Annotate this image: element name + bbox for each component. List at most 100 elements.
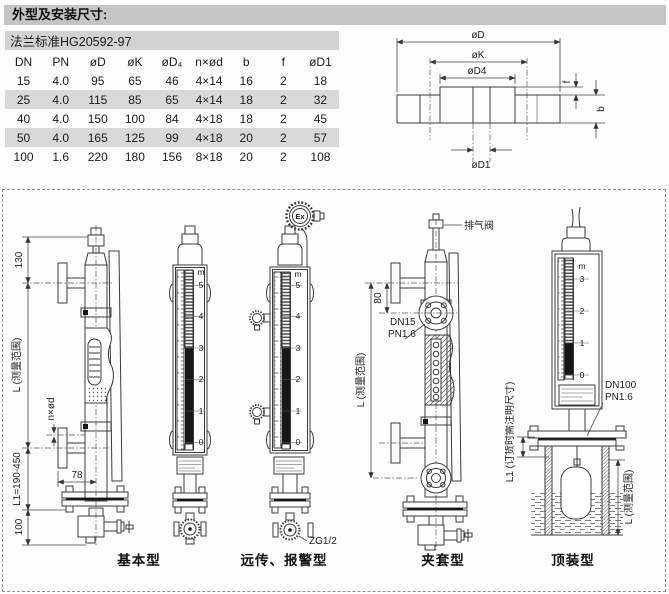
table-cell: 20	[239, 149, 253, 164]
gauge-body	[249, 201, 325, 541]
table-cell: 95	[91, 73, 105, 88]
table-cell: 4.0	[52, 73, 69, 88]
scale-3: 3	[296, 343, 301, 353]
table-cell: 18	[239, 92, 253, 107]
table-cell: 108	[310, 149, 331, 164]
table-cell: 65	[165, 92, 179, 107]
caption-jacket-type: 夹套型	[421, 553, 465, 568]
scale-unit: m	[578, 261, 585, 271]
scale-3: 3	[199, 343, 204, 353]
table-cell: 99	[165, 130, 179, 145]
column-header: b	[227, 51, 265, 71]
table-cell: 125	[124, 130, 145, 145]
table-cell: 150	[87, 111, 108, 126]
scale-labels: m 3 2 1 0	[578, 261, 585, 380]
jacket-dn-label: DN15	[390, 317, 416, 328]
table-cell: 4×14	[195, 73, 223, 88]
gauge-body	[390, 213, 473, 551]
scale-2: 2	[199, 374, 204, 384]
dim-label-oD: øD	[471, 30, 484, 41]
remote-alarm-type-drawing: Ex m 5 4 3 2 1 0 ZG1/2	[249, 201, 337, 547]
column-header: øD₄	[153, 51, 191, 71]
table-cell: 156	[161, 149, 182, 164]
dim-78: 78	[71, 470, 83, 481]
scale-2: 2	[580, 306, 585, 316]
scale-3: 3	[580, 274, 585, 284]
dim-label-f: f	[562, 80, 573, 83]
flange-section-drawing: øD øK øD4 f b øD1	[396, 30, 607, 171]
jacket-type-drawing: 排气阀 L (测量范围) 80 DN15 PN1.6	[355, 213, 494, 551]
flange-dimensions: øD øK øD4 f b øD1	[396, 30, 607, 171]
table-cell: 65	[128, 73, 142, 88]
gauge-body	[169, 225, 211, 545]
scale-4: 4	[199, 311, 204, 321]
zg-thread-label: ZG1/2	[309, 536, 337, 547]
table-cell: 165	[87, 130, 108, 145]
dim-L1: L1 (订货时需注明尺寸)	[505, 382, 516, 483]
table-cell: 2	[279, 92, 287, 107]
table-cell: 220	[87, 149, 108, 164]
column-header: DN	[5, 51, 43, 71]
table-cell: 4.0	[52, 92, 69, 107]
dim-label-oD4: øD4	[468, 66, 487, 77]
caption-top-mount-type: 顶装型	[551, 553, 595, 568]
column-header: PN	[42, 51, 80, 71]
table-cell: 45	[313, 111, 328, 126]
table-cell: 4.0	[52, 111, 69, 126]
basic-type-front-drawing: m 5 4 3 2 1 0	[169, 225, 211, 545]
top-mount-type-drawing: m 3 2 1 0 DN100 PN1.6 L1 (订货时需注明尺寸) L (测…	[505, 206, 637, 536]
table-cell: 18	[313, 73, 328, 88]
scale-2: 2	[296, 374, 301, 384]
table-cell: 57	[313, 130, 328, 145]
table-cell: 25	[16, 92, 31, 107]
scale-5: 5	[296, 280, 301, 290]
scale-labels: m 5 4 3 2 1 0	[294, 269, 301, 447]
scale-0: 0	[296, 437, 301, 447]
table-cell: 2	[279, 73, 287, 88]
caption-basic-type: 基本型	[117, 553, 161, 568]
mount-dn-label: DN100	[605, 380, 637, 391]
dim-130: 130	[14, 251, 25, 268]
dim-label-oK: øK	[472, 50, 485, 61]
scale-labels: m 5 4 3 2 1 0	[197, 267, 204, 447]
dim-L1: L1=190-450	[12, 452, 23, 506]
dimensions: DN100 PN1.6 L1 (订货时需注明尺寸) L (测量范围)	[505, 380, 637, 536]
scale-1: 1	[580, 338, 585, 348]
table-cell: 32	[313, 92, 328, 107]
table-cell: 20	[239, 130, 253, 145]
table-cell: 4×18	[195, 130, 223, 145]
page-title: 外型及安装尺寸:	[4, 5, 666, 25]
caption-remote-alarm-type: 远传、报警型	[240, 553, 328, 568]
column-header: øK	[116, 51, 154, 71]
table-cell: 4×18	[195, 111, 223, 126]
dimensions: 130 L (测量范围) L1=190-450 100 n×ød 78	[10, 236, 112, 546]
table-cell: 8×18	[195, 149, 223, 164]
table-cell: 100	[124, 111, 145, 126]
table-cell: 2	[279, 130, 287, 145]
dimensions: 排气阀 L (测量范围) 80 DN15 PN1.6	[355, 219, 494, 479]
mount-pn-label: PN1.6	[605, 392, 633, 403]
column-header: n×ød	[190, 51, 228, 71]
table-title: 法兰标准HG20592-97	[5, 31, 339, 52]
dim-L: L (测量范围)	[10, 338, 23, 393]
dim-100: 100	[14, 518, 25, 535]
scale-1: 1	[296, 406, 301, 416]
table-cell: 50	[16, 130, 31, 145]
jacket-pn-label: PN1.6	[388, 329, 416, 340]
scale-unit: m	[294, 269, 301, 279]
gauge-body	[527, 206, 627, 536]
scale-0: 0	[199, 437, 204, 447]
scale-4: 4	[296, 311, 301, 321]
table-cell: 46	[165, 73, 179, 88]
vent-valve-label: 排气阀	[464, 219, 494, 232]
basic-type-side-drawing: 130 L (测量范围) L1=190-450 100 n×ød 78	[10, 225, 134, 547]
dim-nxod: n×ød	[46, 397, 57, 420]
table-cell: 4×14	[195, 92, 223, 107]
table-cell: 2	[279, 111, 287, 126]
dim-label-b: b	[596, 106, 607, 112]
table-cell: 100	[13, 149, 34, 164]
